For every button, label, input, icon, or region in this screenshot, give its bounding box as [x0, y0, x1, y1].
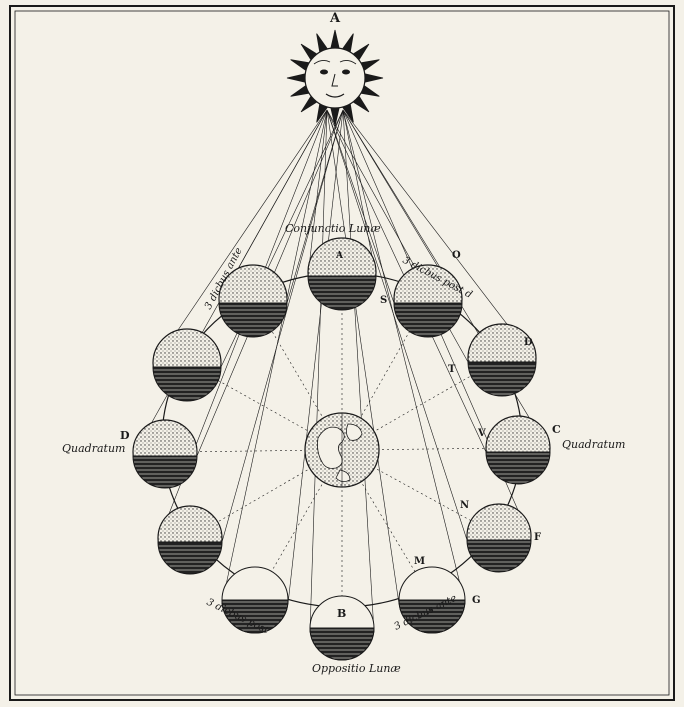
s-letter: S [380, 295, 387, 306]
quadrature-right-label: Quadratum [562, 438, 625, 451]
v-letter: V [477, 428, 486, 439]
moon-phase [467, 323, 537, 397]
moon-phase [152, 328, 222, 402]
plate-inner-border [14, 10, 670, 696]
moon-phase [221, 566, 289, 634]
moon-phase [157, 505, 223, 575]
g-letter: G [472, 595, 481, 606]
t-letter: T [448, 364, 456, 375]
quadrature-left-label: Quadratum [62, 442, 125, 455]
moon-phase [466, 503, 532, 573]
moon-phase [309, 595, 375, 661]
earth-globe-icon [304, 412, 380, 488]
moon-phase [218, 264, 288, 338]
f-letter: F [534, 532, 541, 543]
moon-conjunction-letter: A [335, 251, 344, 261]
opposition-label: Oppositio Lunæ [312, 662, 401, 675]
moon-phases [132, 237, 551, 661]
upper-right-d-letter: D [524, 337, 533, 348]
sun-face-icon [286, 29, 384, 127]
right-quadrature-letter: C [552, 423, 561, 436]
moon-phase [393, 264, 463, 338]
moon-phase [307, 237, 377, 311]
plate-border [9, 5, 675, 701]
sun-letter: A [329, 11, 341, 26]
m-letter: M [414, 556, 425, 567]
left-quadrature-letter: D [120, 429, 130, 442]
moon-opposition-letter: B [337, 607, 346, 620]
moon-phase [132, 419, 198, 489]
o-letter: O [452, 250, 461, 261]
n-letter: N [460, 500, 469, 511]
moon-phase [398, 566, 466, 634]
conjunction-label: Conjunctio Lunæ [285, 222, 381, 235]
moon-phase [485, 415, 551, 485]
